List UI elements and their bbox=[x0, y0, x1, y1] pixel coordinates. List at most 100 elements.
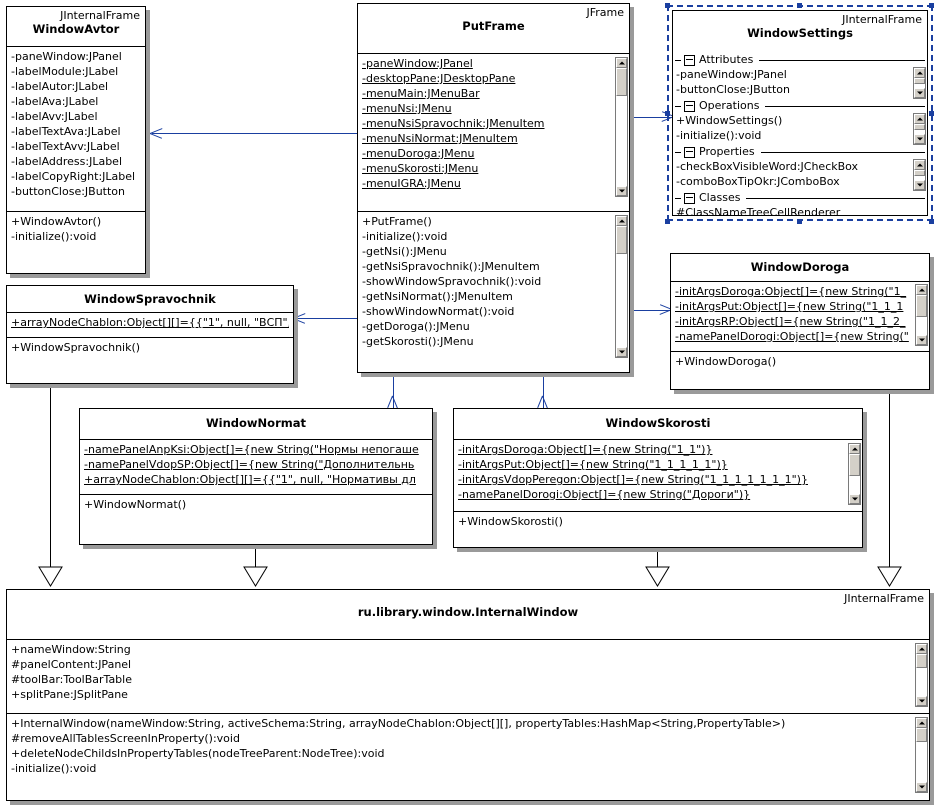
collapse-toggle-icon[interactable] bbox=[684, 54, 695, 66]
class-box-internalwindow[interactable]: JInternalFrame ru.library.window.Interna… bbox=[6, 589, 930, 801]
section-rule-right bbox=[759, 59, 925, 61]
scrollbar-thumb[interactable] bbox=[914, 124, 925, 130]
operation-item: -getNsi():JMenu bbox=[362, 245, 447, 258]
collapse-toggle-icon[interactable] bbox=[684, 192, 695, 204]
scrollbar-track[interactable] bbox=[916, 668, 927, 696]
scrollbar-track[interactable] bbox=[616, 254, 627, 347]
scrollbar-track[interactable] bbox=[914, 176, 925, 180]
scroll-down-icon[interactable] bbox=[916, 782, 927, 792]
operations-compartment[interactable]: +PutFrame() -initialize():void -getNsi()… bbox=[358, 212, 629, 372]
selection-handle[interactable] bbox=[929, 3, 934, 8]
section-header-operations[interactable]: Operations bbox=[673, 99, 927, 113]
class-box-windowsettings[interactable]: JInternalFrame WindowSettings Attributes… bbox=[672, 10, 928, 216]
scroll-up-icon[interactable] bbox=[914, 68, 925, 78]
attributes-compartment[interactable]: -initArgsDoroga:Object[]={new String("1_… bbox=[671, 282, 929, 352]
scrollbar-thumb[interactable] bbox=[616, 226, 627, 254]
attributes-compartment[interactable]: -paneWindow:JPanel -desktopPane:JDesktop… bbox=[358, 54, 629, 212]
operations-compartment[interactable]: +WindowNormat() bbox=[80, 495, 432, 544]
scroll-up-icon[interactable] bbox=[914, 160, 925, 170]
operations-compartment[interactable]: +InternalWindow(nameWindow:String, activ… bbox=[7, 714, 929, 800]
section-header-classes[interactable]: Classes bbox=[673, 191, 927, 205]
class-box-putframe[interactable]: JFrame PutFrame -paneWindow:JPanel -desk… bbox=[357, 3, 630, 373]
attributes-scrollbar[interactable] bbox=[915, 643, 928, 707]
class-name-label: WindowSpravochnik bbox=[84, 292, 216, 306]
attributes-compartment[interactable]: +arrayNodeChablon:Object[][]={{"1", null… bbox=[7, 313, 293, 338]
section-label: Classes bbox=[699, 191, 741, 204]
attributes-compartment[interactable]: -paneWindow:JPanel -labelModule:JLabel -… bbox=[7, 47, 145, 212]
scroll-down-icon[interactable] bbox=[849, 494, 860, 504]
scrollbar-track[interactable] bbox=[849, 476, 860, 494]
operations-compartment[interactable]: +WindowDoroga() bbox=[671, 352, 929, 389]
selection-handle[interactable] bbox=[929, 111, 934, 116]
attribute-item: -labelAva:JLabel bbox=[11, 95, 99, 108]
scroll-up-icon[interactable] bbox=[916, 644, 927, 654]
scroll-up-icon[interactable] bbox=[916, 285, 927, 295]
section-header-properties[interactable]: Properties bbox=[673, 145, 927, 159]
attributes-scrollbar[interactable] bbox=[848, 443, 861, 505]
attributes-compartment[interactable]: +nameWindow:String #panelContent:JPanel … bbox=[7, 640, 929, 714]
attributes-compartment[interactable]: -namePanelAnpKsi:Object[]={new String("Н… bbox=[80, 440, 432, 495]
scrollbar-thumb[interactable] bbox=[916, 654, 927, 668]
scroll-down-icon[interactable] bbox=[916, 335, 927, 345]
attributes-scrollbar[interactable] bbox=[915, 284, 928, 346]
class-box-windowdoroga[interactable]: WindowDoroga -initArgsDoroga:Object[]={n… bbox=[670, 253, 930, 390]
selection-handle[interactable] bbox=[797, 219, 802, 224]
scroll-up-icon[interactable] bbox=[914, 114, 925, 124]
scroll-down-icon[interactable] bbox=[916, 696, 927, 706]
selection-handle[interactable] bbox=[797, 3, 802, 8]
property-item: -checkBoxVisibleWord:JCheckBox bbox=[676, 160, 859, 173]
scroll-down-icon[interactable] bbox=[914, 180, 925, 190]
section-body-attributes[interactable]: -paneWindow:JPanel -buttonClose:JButton bbox=[673, 67, 927, 99]
selection-handle[interactable] bbox=[929, 219, 934, 224]
attributes-compartment[interactable]: -initArgsDoroga:Object[]={new String("1_… bbox=[454, 440, 862, 512]
class-box-windowskorosti[interactable]: WindowSkorosti -initArgsDoroga:Object[]=… bbox=[453, 408, 863, 548]
scrollbar-thumb[interactable] bbox=[914, 170, 925, 176]
attribute-item: -menuNsiSpravochnik:JMenuItem bbox=[362, 117, 545, 130]
section-body-operations[interactable]: +WindowSettings() -initialize():void bbox=[673, 113, 927, 145]
operations-scrollbar[interactable] bbox=[615, 215, 628, 358]
section-body-properties[interactable]: -checkBoxVisibleWord:JCheckBox -comboBox… bbox=[673, 159, 927, 191]
operations-scrollbar[interactable] bbox=[913, 113, 926, 145]
scroll-down-icon[interactable] bbox=[616, 347, 627, 357]
class-box-windowspravochnik[interactable]: WindowSpravochnik +arrayNodeChablon:Obje… bbox=[6, 285, 294, 384]
scroll-up-icon[interactable] bbox=[616, 58, 627, 68]
scroll-up-icon[interactable] bbox=[916, 718, 927, 728]
class-box-windownormat[interactable]: WindowNormat -namePanelAnpKsi:Object[]={… bbox=[79, 408, 433, 545]
attributes-scrollbar[interactable] bbox=[913, 67, 926, 99]
operations-compartment[interactable]: +WindowSkorosti() bbox=[454, 512, 862, 547]
scrollbar-thumb[interactable] bbox=[916, 728, 927, 742]
arrowhead-windowskorosti bbox=[537, 395, 549, 409]
scrollbar-track[interactable] bbox=[914, 130, 925, 134]
attribute-item: -labelAutor:JLabel bbox=[11, 80, 109, 93]
scrollbar-track[interactable] bbox=[616, 96, 627, 186]
class-header-windowspravochnik: WindowSpravochnik bbox=[7, 286, 293, 313]
scrollbar-track[interactable] bbox=[916, 317, 927, 335]
scrollbar-thumb[interactable] bbox=[914, 78, 925, 84]
section-body-classes[interactable]: #ClassNameTreeCellRenderer bbox=[673, 205, 927, 215]
stereotype-label: JInternalFrame bbox=[842, 13, 922, 26]
operations-scrollbar[interactable] bbox=[915, 717, 928, 793]
scrollbar-track[interactable] bbox=[914, 84, 925, 88]
scrollbar-thumb[interactable] bbox=[849, 454, 860, 476]
collapse-toggle-icon[interactable] bbox=[684, 100, 695, 112]
properties-scrollbar[interactable] bbox=[913, 159, 926, 191]
class-box-windowavtor[interactable]: JInternalFrame WindowAvtor -paneWindow:J… bbox=[6, 6, 146, 274]
scroll-down-icon[interactable] bbox=[914, 88, 925, 98]
operations-compartment[interactable]: +WindowSpravochnik() bbox=[7, 338, 293, 383]
operation-item: +WindowAvtor() bbox=[11, 215, 102, 228]
operation-item: -initialize():void bbox=[676, 129, 762, 142]
selection-handle[interactable] bbox=[665, 219, 670, 224]
scroll-down-icon[interactable] bbox=[914, 134, 925, 144]
operations-compartment[interactable]: +WindowAvtor() -initialize():void bbox=[7, 212, 145, 273]
selection-handle[interactable] bbox=[665, 111, 670, 116]
collapse-toggle-icon[interactable] bbox=[684, 146, 695, 158]
scrollbar-track[interactable] bbox=[916, 742, 927, 782]
scroll-up-icon[interactable] bbox=[849, 444, 860, 454]
section-header-attributes[interactable]: Attributes bbox=[673, 53, 927, 67]
scroll-down-icon[interactable] bbox=[616, 186, 627, 196]
scrollbar-thumb[interactable] bbox=[616, 68, 627, 96]
scroll-up-icon[interactable] bbox=[616, 216, 627, 226]
selection-handle[interactable] bbox=[665, 3, 670, 8]
scrollbar-thumb[interactable] bbox=[916, 295, 927, 317]
attributes-scrollbar[interactable] bbox=[615, 57, 628, 197]
